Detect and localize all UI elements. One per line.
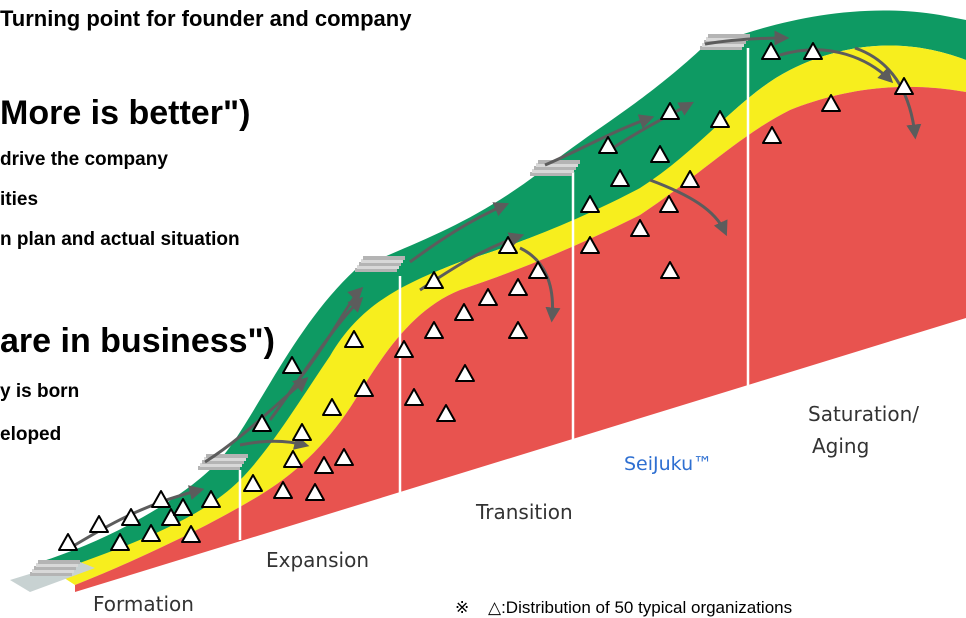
stair-step-icon-1 (30, 560, 80, 576)
triangle-marker-icon-15 (292, 423, 312, 441)
triangle-marker-icon-22 (354, 379, 374, 397)
triangle-marker-icon-49 (821, 94, 841, 112)
triangle-marker-icon-6 (151, 490, 171, 508)
growth-arrow-icon-1 (69, 485, 205, 550)
triangle-marker-icon-29 (424, 271, 444, 289)
triangle-marker-icon-23 (394, 340, 414, 358)
triangle-marker-icon-45 (710, 110, 730, 128)
triangle-marker-icon-47 (803, 42, 823, 60)
triangle-marker-icon-26 (436, 404, 456, 422)
triangle-marker-icon-46 (761, 42, 781, 60)
triangle-marker-icon-30 (478, 288, 498, 306)
triangle-marker-icon-1 (58, 533, 78, 551)
turning-point-title: Turning point for founder and company (0, 6, 412, 31)
reference-mark: ※ (455, 598, 470, 617)
triangle-marker-icon-35 (580, 195, 600, 213)
more-item-3: n plan and actual situation (0, 229, 240, 250)
triangle-marker-icon-40 (650, 145, 670, 163)
stage-label-transition: Transition (476, 500, 573, 524)
triangle-marker-icon-11 (243, 474, 263, 492)
triangle-marker-icon-12 (252, 414, 272, 432)
stage-label-seijuku: SeiJuku™ (624, 453, 713, 475)
triangle-marker-icon-34 (528, 261, 548, 279)
triangle-marker-icon-31 (498, 236, 518, 254)
growth-arrow-icon-5 (409, 202, 510, 264)
triangle-marker-icon-13 (273, 481, 293, 499)
stage-label-aging: Aging (812, 434, 870, 458)
triangle-marker-icon-2 (89, 515, 109, 533)
triangle-marker-icon-14 (283, 450, 303, 468)
growth-arrow-icon-10 (649, 178, 728, 237)
triangle-marker-icon-50 (894, 77, 914, 95)
triangle-marker-icon-42 (680, 170, 700, 188)
growth-arrow-icon-13 (854, 46, 922, 140)
footnote: ※ △:Distribution of 50 typical organizat… (455, 598, 792, 618)
triangle-marker-icon-20 (282, 356, 302, 374)
triangle-marker-icon-36 (580, 236, 600, 254)
stair-step-icon-2 (198, 454, 248, 470)
triangle-marker-icon-41 (659, 195, 679, 213)
triangle-marker-icon-37 (610, 169, 630, 187)
triangle-marker-icon-7 (161, 508, 181, 526)
growth-arrows (69, 30, 922, 550)
footnote-text: :Distribution of 50 typical organization… (501, 598, 793, 617)
growth-arrow-icon-11 (704, 30, 790, 46)
triangle-marker-icon-19 (322, 398, 342, 416)
triangle-marker-icon-10 (201, 490, 221, 508)
business-item-2: eloped (0, 424, 62, 445)
stair-step-icon-4 (530, 160, 580, 176)
triangle-marker-icon-4 (121, 508, 141, 526)
growth-arrow-icon-12 (779, 48, 894, 84)
triangle-marker-icon-3 (110, 533, 130, 551)
red-base (75, 86, 966, 592)
triangle-marker-icon-32 (508, 278, 528, 296)
growth-arrow-icon-2 (204, 377, 309, 464)
triangle-marker-icon-17 (314, 456, 334, 474)
growth-arrow-icon-8 (544, 114, 655, 167)
triangle-marker-icon-44 (660, 102, 680, 120)
triangle-marker-icon-27 (454, 303, 474, 321)
stage-label-formation: Formation (93, 592, 194, 616)
triangle-marker-icon-28 (455, 364, 475, 382)
more-item-1: drive the company (0, 149, 168, 170)
triangle-marker-icon-48 (762, 126, 782, 144)
yellow-band (55, 45, 966, 585)
triangle-marker-icon-43 (660, 261, 680, 279)
triangle-marker-icon-24 (404, 388, 424, 406)
triangle-marker-icon-8 (173, 498, 193, 516)
stage-dividers (238, 48, 750, 540)
stage-label-saturation: Saturation/ (808, 402, 919, 426)
more-is-better-heading: More is better") (0, 94, 251, 132)
triangle-marker-icon-21 (344, 330, 364, 348)
stair-step-icon-3 (355, 256, 405, 272)
triangle-marker-icon-38 (630, 219, 650, 237)
triangle-marker-icon-33 (508, 321, 528, 339)
business-item-1: y is born (0, 381, 80, 402)
growth-arrow-icon-9 (609, 101, 694, 152)
triangle-marker-icon-5 (141, 524, 161, 542)
triangle-marker-icon-16 (305, 483, 325, 501)
organization-markers (58, 42, 914, 551)
in-business-heading: are in business") (0, 322, 275, 360)
triangle-legend-icon: △ (487, 598, 502, 617)
triangle-marker-icon-9 (181, 525, 201, 543)
triangle-marker-icon-18 (334, 448, 354, 466)
growth-arrow-icon-4 (298, 286, 364, 379)
growth-arrow-icon-14 (239, 435, 310, 450)
triangle-marker-icon-25 (424, 321, 444, 339)
more-item-2: ities (0, 189, 39, 210)
triangle-marker-icon-39 (598, 136, 618, 154)
stage-label-expansion: Expansion (266, 548, 369, 572)
